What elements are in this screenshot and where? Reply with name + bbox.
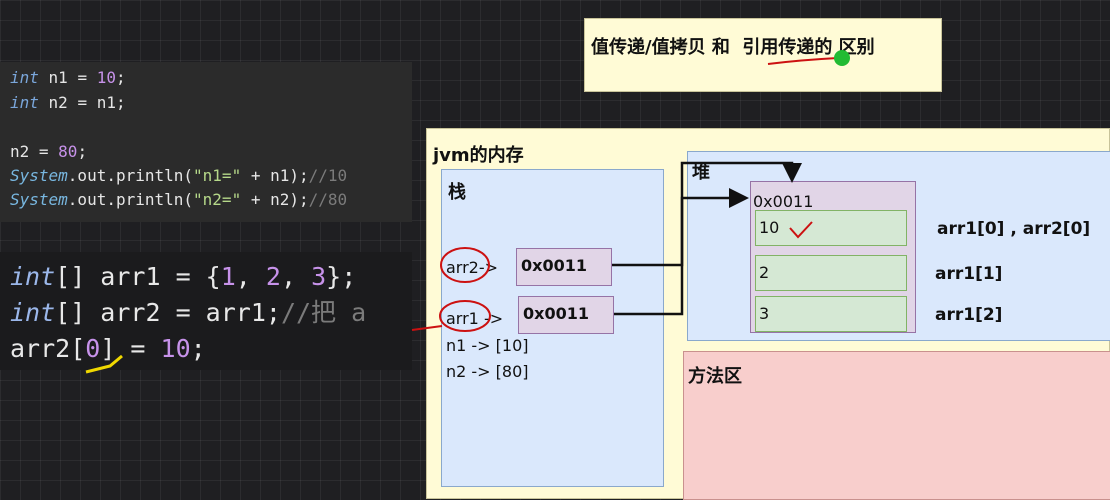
- array-cell-1: 2: [755, 255, 907, 291]
- n2-label: n2 -> [80]: [446, 362, 529, 381]
- cell-label-0: arr1[0] , arr2[0]: [937, 219, 1091, 239]
- cell-label-1: arr1[1]: [935, 264, 1003, 284]
- heap-address: 0x0011: [753, 192, 814, 211]
- code-line-3: n2 = 80;: [10, 142, 88, 161]
- code-line-4: System.out.println("n1=" + n1);//10: [10, 166, 348, 185]
- cell-label-2: arr1[2]: [935, 305, 1003, 325]
- arr1-label: arr1 ->: [446, 309, 504, 328]
- stack-label: 栈: [448, 182, 466, 203]
- array-cell-2: 3: [755, 296, 907, 332]
- arr1-pointer-box: 0x0011: [518, 296, 614, 334]
- arr2-pointer-box: 0x0011: [516, 248, 612, 286]
- code-line-2: int n2 = n1;: [10, 93, 126, 112]
- code-line-1: int n1 = 10;: [10, 68, 126, 87]
- big-code-line-1: int[] arr1 = {1, 2, 3};: [10, 262, 357, 291]
- big-code-line-2: int[] arr2 = arr1;//把 a: [10, 298, 367, 327]
- method-area-region: 方法区: [683, 351, 1110, 500]
- stack-region: 栈 arr2-> 0x0011 arr1 -> 0x0011 n1 -> [10…: [441, 169, 664, 487]
- jvm-title: jvm的内存: [433, 145, 524, 166]
- heap-label: 堆: [692, 162, 710, 183]
- code-line-5: System.out.println("n2=" + n2);//80: [10, 190, 348, 209]
- jvm-memory-container: jvm的内存 栈 arr2-> 0x0011 arr1 -> 0x0011 n1…: [426, 128, 1110, 500]
- array-object: 0x0011 10 2 3: [750, 181, 916, 333]
- array-cell-0: 10: [755, 210, 907, 246]
- title-note: 值传递/值拷贝 和 引用传递的 区别: [584, 18, 942, 92]
- method-area-label: 方法区: [688, 366, 742, 387]
- code-panel-primitive: int n1 = 10; int n2 = n1; n2 = 80; Syste…: [0, 62, 412, 222]
- title-text: 值传递/值拷贝 和 引用传递的 区别: [591, 37, 875, 58]
- n1-label: n1 -> [10]: [446, 336, 529, 355]
- keyword: int: [10, 68, 39, 87]
- big-code-line-3: arr2[0] = 10;: [10, 334, 206, 363]
- code-panel-array: int[] arr1 = {1, 2, 3}; int[] arr2 = arr…: [0, 252, 412, 370]
- arr2-label: arr2->: [446, 258, 499, 277]
